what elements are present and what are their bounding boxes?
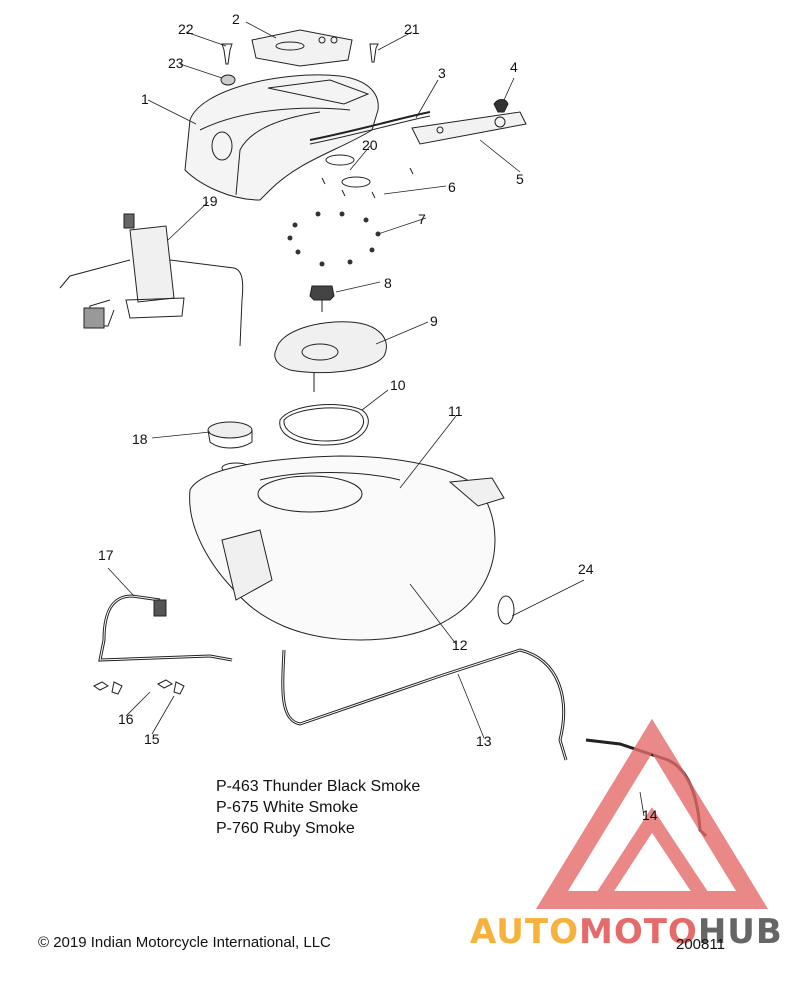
watermark-triangle	[535, 718, 769, 909]
part-22-screw	[221, 43, 233, 65]
part-4-clip	[493, 99, 509, 113]
callout-21: 21	[404, 21, 420, 37]
callout-5: 5	[516, 171, 524, 187]
callout-8: 8	[384, 275, 392, 291]
part-7-nuts	[287, 211, 381, 267]
callout-10: 10	[390, 377, 406, 393]
color-options-list: P-463 Thunder Black Smoke P-675 White Sm…	[216, 776, 420, 839]
part-21-screw	[369, 43, 379, 63]
callout-17: 17	[98, 547, 114, 563]
part-15-clamp	[157, 679, 185, 695]
part-19-fuel-pump	[59, 213, 244, 347]
part-3-strip	[309, 111, 431, 141]
part-8-sensor	[309, 285, 335, 301]
part-20-gasket-b	[341, 176, 371, 188]
callout-13: 13	[476, 733, 492, 749]
callout-9: 9	[430, 313, 438, 329]
callout-18: 18	[132, 431, 148, 447]
color-option: P-675 White Smoke	[216, 799, 359, 816]
callout-2: 2	[232, 11, 240, 27]
callout-20: 20	[362, 137, 378, 153]
callout-16: 16	[118, 711, 134, 727]
callout-24: 24	[578, 561, 594, 577]
part-10-gasket	[279, 404, 369, 446]
diagram-code: 200811	[676, 936, 725, 953]
color-option: P-463 Thunder Black Smoke	[216, 778, 421, 795]
callout-4: 4	[510, 59, 518, 75]
part-18-fuel-cap	[207, 421, 253, 439]
part-13-vent-hose	[281, 648, 568, 761]
part-6-screws	[321, 167, 414, 199]
callout-6: 6	[448, 179, 456, 195]
copyright-notice: © 2019 Indian Motorcycle International, …	[38, 934, 331, 951]
callout-19: 19	[202, 193, 218, 209]
part-9-pump-flange	[274, 321, 387, 374]
callout-14: 14	[642, 807, 658, 823]
callout-11: 11	[448, 403, 463, 419]
part-20-gasket-a	[325, 154, 355, 166]
part-23-grommet	[220, 74, 236, 86]
callout-3: 3	[438, 65, 446, 81]
callout-7: 7	[418, 211, 426, 227]
part-5-bracket	[411, 111, 527, 145]
callout-22: 22	[178, 21, 194, 37]
part-16-clamp	[93, 681, 123, 695]
part-24-strap	[497, 595, 515, 625]
callout-15: 15	[144, 731, 160, 747]
callout-12: 12	[452, 637, 468, 653]
callout-1: 1	[141, 91, 149, 107]
watermark-text: AUTOMOTOHUB	[470, 912, 783, 952]
color-option: P-760 Ruby Smoke	[216, 820, 355, 837]
callout-23: 23	[168, 55, 184, 71]
